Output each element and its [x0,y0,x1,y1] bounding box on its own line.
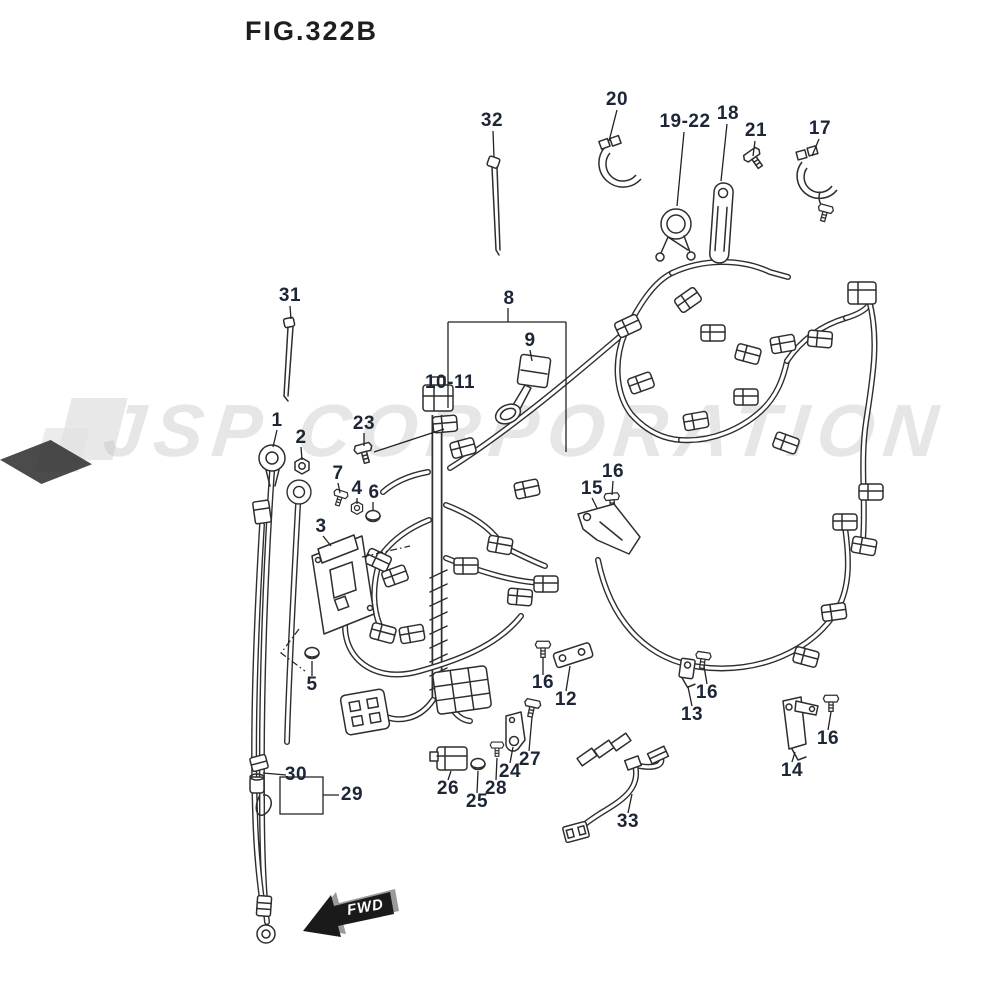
callout-26: 26 [436,778,460,799]
part-21-bolt [741,145,769,173]
part-32-cable-tie [486,155,501,256]
part-26-relay [429,746,468,771]
callout-leader-lines [262,109,832,814]
part-9-sensor-cap [494,353,552,425]
part-ring-terminal-2nd [286,479,312,505]
callout-3: 3 [315,516,327,537]
fwd-arrow: FWD [303,889,399,937]
callout-20: 20 [605,89,629,110]
callout-15: 15 [580,478,604,499]
callout-24: 24 [498,761,522,782]
callout-17: 17 [808,118,832,139]
callout-1: 1 [271,410,283,431]
callout-5: 5 [306,674,318,695]
callout-27: 27 [518,749,542,770]
harness-trunk [422,376,454,700]
part-15-bracket [577,503,641,555]
part-2-nut [294,457,310,475]
part-13-clip [678,657,696,688]
callout-2: 2 [295,427,307,448]
callout-30: 30 [284,764,308,785]
callout-14: 14 [780,760,804,781]
callout-18: 18 [716,103,740,124]
part-18-strap [709,182,734,264]
part-20-clamp [598,134,642,188]
callout-7: 7 [332,463,344,484]
harness-connectors [252,281,884,736]
callout-12: 12 [554,689,578,710]
part-6-grommet [365,509,381,523]
callout-33: 33 [616,811,640,832]
part-17-clamp-assembly [795,145,838,224]
part-1-ring-terminal [258,444,286,487]
part-3-ecu-bracket [311,534,375,635]
fwd-arrow-label: FWD [346,896,386,919]
callout-6: 6 [368,482,380,503]
part-8-bracket-lines [447,308,567,452]
part-27-bolt [521,697,543,720]
callout-16-d: 16 [816,728,840,749]
part-31-cable-tie [282,316,296,402]
part-28-bolt [489,741,505,757]
callout-9: 9 [524,330,536,351]
part-5-grommet [304,646,320,660]
part-25-grommet [470,757,486,771]
callout-4: 4 [351,478,363,499]
callout-16-b: 16 [531,672,555,693]
callout-16-c: 16 [695,682,719,703]
battery-cables [251,469,301,925]
callout-28: 28 [484,778,508,799]
part-30-terminal-cluster [249,753,276,944]
callout-21: 21 [744,120,768,141]
callout-32: 32 [480,110,504,131]
callout-29: 29 [340,784,364,805]
part-16d-bolt [822,694,840,712]
part-14-bracket [782,696,819,761]
callout-13: 13 [680,704,704,725]
part-12-plate [552,642,594,669]
part-24-terminal-plate [505,711,526,752]
part-16b-bolt [534,640,552,658]
callout-25: 25 [465,791,489,812]
callout-23: 23 [352,413,376,434]
part-29-bracket-box [279,776,339,815]
figure-title: FIG.322B [245,16,379,46]
part-33-subharness [562,732,670,844]
callout-8: 8 [503,288,515,309]
callout-16-a: 16 [601,461,625,482]
callout-10-11: 10-11 [424,372,476,393]
callout-19-22: 19-22 [659,111,711,132]
part-19-22-clip [655,208,696,262]
alignment-dash-dot-lines [280,545,411,672]
callout-31: 31 [278,285,302,306]
